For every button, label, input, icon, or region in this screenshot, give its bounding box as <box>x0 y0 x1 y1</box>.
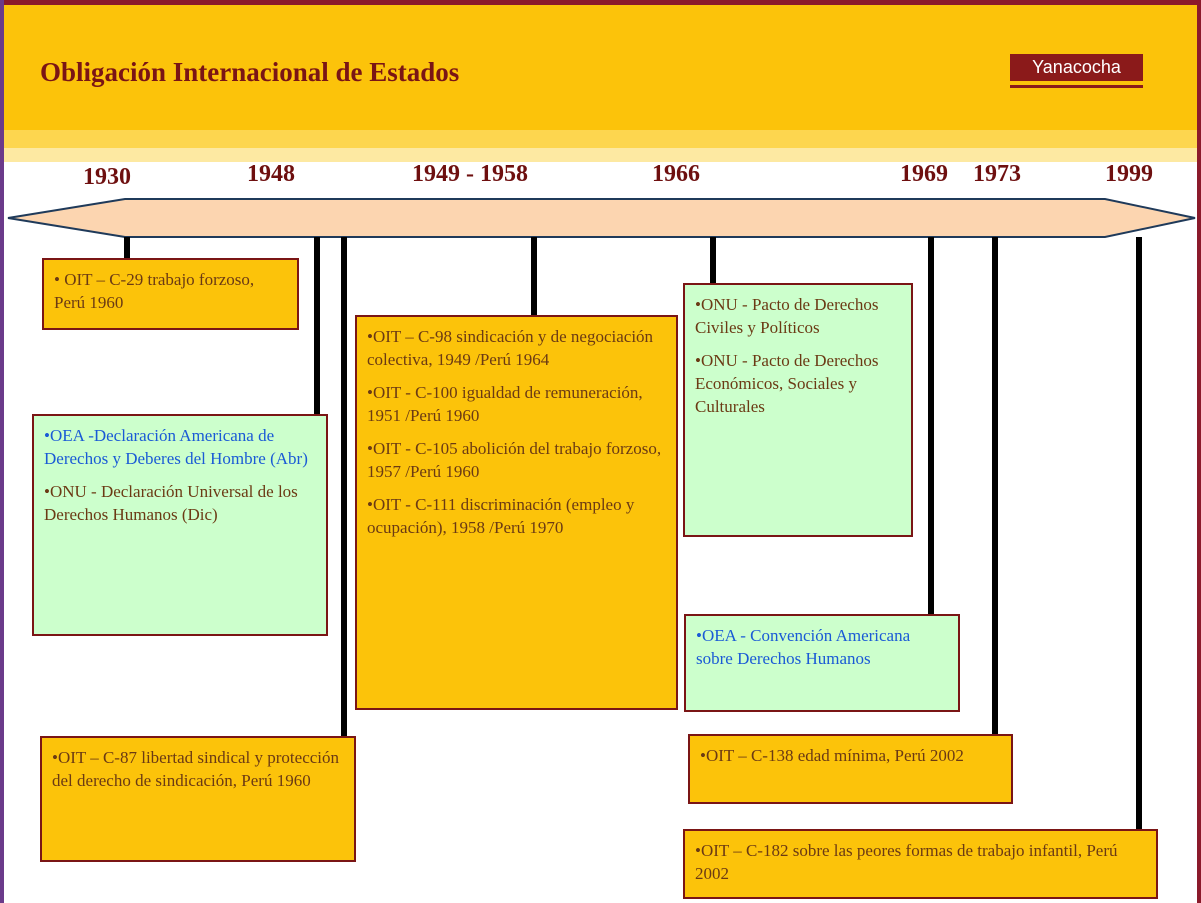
header-stripe-light <box>4 148 1197 162</box>
year-1966: 1966 <box>652 161 700 187</box>
event-item-onu: •ONU - Declaración Universal de los Dere… <box>44 482 298 524</box>
event-box-1949-1958: •OIT – C-98 sindicación y de negociación… <box>355 315 678 710</box>
event-item-c98: •OIT – C-98 sindicación y de negociación… <box>367 327 654 369</box>
event-box-1966: •ONU - Pacto de Derechos Civiles y Polít… <box>683 283 913 537</box>
event-item-c100: •OIT - C-100 igualdad de remuneración, 1… <box>367 383 643 425</box>
year-1948: 1948 <box>247 161 295 187</box>
event-box-1948: •OEA -Declaración Americana de Derechos … <box>32 414 328 636</box>
frame-left-border <box>0 0 4 903</box>
event-box-1969: •OEA - Convención Americana sobre Derech… <box>684 614 960 712</box>
event-item: • OIT – C-29 trabajo forzoso, Perú 1960 <box>54 270 255 312</box>
page-title: Obligación Internacional de Estados <box>40 57 460 87</box>
event-box-c138: •OIT – C-138 edad mínima, Perú 2002 <box>688 734 1013 804</box>
event-item: •OIT – C-182 sobre las peores formas de … <box>695 841 1118 883</box>
year-1949-1958: 1949 - 1958 <box>412 161 528 187</box>
header-band <box>4 5 1197 130</box>
timeline-arrow <box>7 198 1196 238</box>
frame-top-border <box>0 0 1201 5</box>
header-stripe <box>4 130 1197 148</box>
event-item-economicos: •ONU - Pacto de Derechos Económicos, Soc… <box>695 351 879 416</box>
event-box-c29: • OIT – C-29 trabajo forzoso, Perú 1960 <box>42 258 299 330</box>
yanacocha-logo: Yanacocha <box>1010 54 1143 81</box>
year-1973: 1973 <box>973 161 1021 187</box>
frame-right-border <box>1197 0 1201 903</box>
year-1930: 1930 <box>83 164 131 190</box>
logo-underline <box>1010 85 1143 88</box>
event-item: •OIT – C-138 edad mínima, Perú 2002 <box>700 746 964 765</box>
event-item-c105: •OIT - C-105 abolición del trabajo forzo… <box>367 439 662 481</box>
event-item-oea-convencion: •OEA - Convención Americana sobre Derech… <box>696 626 911 668</box>
event-item-oea: •OEA -Declaración Americana de Derechos … <box>44 426 308 468</box>
event-item-c111: •OIT - C-111 discriminación (empleo y oc… <box>367 495 635 537</box>
event-item-civiles: •ONU - Pacto de Derechos Civiles y Polít… <box>695 295 879 337</box>
event-box-c87: •OIT – C-87 libertad sindical y protecci… <box>40 736 356 862</box>
year-1999: 1999 <box>1105 161 1153 187</box>
event-box-c182: •OIT – C-182 sobre las peores formas de … <box>683 829 1158 899</box>
year-1969: 1969 <box>900 161 948 187</box>
event-item: •OIT – C-87 libertad sindical y protecci… <box>52 748 340 790</box>
